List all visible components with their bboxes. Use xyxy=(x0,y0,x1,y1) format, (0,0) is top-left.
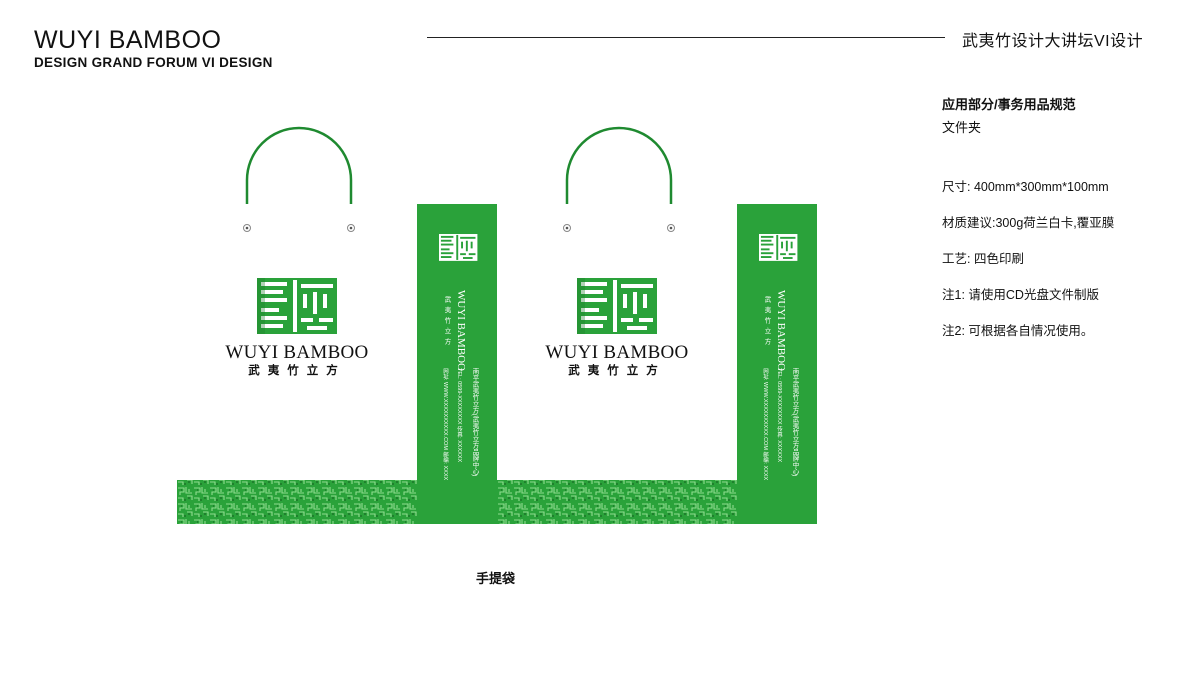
bag-logo-chinese: 武夷竹立方 xyxy=(568,365,666,377)
brand-subtitle: DESIGN GRAND FORUM VI DESIGN xyxy=(34,55,273,70)
side-company-name: 南平武夷竹立方(武夷竹立方品牌中心) xyxy=(791,368,798,477)
side-logo-chinese: 武夷竹立方 xyxy=(763,296,770,349)
side-logo-chinese: 武夷竹立方 xyxy=(443,296,450,349)
spec-note-1: 注1: 请使用CD光盘文件制版 xyxy=(942,288,1099,302)
side-company-name: 南平武夷竹立方(武夷竹立方品牌中心) xyxy=(471,368,478,477)
spec-section-title: 应用部分/事务用品规范 xyxy=(942,97,1076,112)
side-contact-tel: TEL: 0599-XXXXXXXX 传真: XXXXXX xyxy=(776,368,782,463)
bag-logo-chinese: 武夷竹立方 xyxy=(248,365,346,377)
header-divider xyxy=(427,37,945,38)
bag-artwork xyxy=(497,126,817,524)
side-contact-web: 网址: WWW.XXXXXXXXXX.COM 邮编: XXXX xyxy=(762,368,768,481)
shopping-bag-mockup: WUYI BAMBOO 武夷竹立方 WUYI BAMBOO 武夷竹立方 南平武夷… xyxy=(497,118,817,524)
spec-note-2: 注2: 可根据各自情况使用。 xyxy=(942,324,1094,338)
bag-logo-english: WUYI BAMBOO xyxy=(545,342,689,363)
side-contact-web: 网址: WWW.XXXXXXXXXX.COM 邮编: XXXX xyxy=(442,368,448,481)
side-contact-tel: TEL: 0599-XXXXXXXX 传真: XXXXXX xyxy=(456,368,462,463)
spec-material: 材质建议:300g荷兰白卡,覆亚膜 xyxy=(942,216,1115,230)
spec-subsection-title: 文件夹 xyxy=(942,120,982,135)
page-heading: 武夷竹设计大讲坛VI设计 xyxy=(962,33,1144,50)
spec-list: 尺寸: 400mm*300mm*100mm 材质建议:300g荷兰白卡,覆亚膜 … xyxy=(942,176,1182,356)
shopping-bag-mockup: WUYI BAMBOO 武夷竹立方 WUYI BAMBOO 武夷竹立方 南平武夷… xyxy=(177,118,497,524)
spec-panel: 应用部分/事务用品规范 文件夹 尺寸: 400mm*300mm*100mm 材质… xyxy=(942,94,1182,356)
bag-logo-english: WUYI BAMBOO xyxy=(225,342,369,363)
spec-process: 工艺: 四色印刷 xyxy=(942,252,1024,266)
side-logo-english: WUYI BAMBOO xyxy=(455,290,467,371)
bag-artwork xyxy=(177,126,497,524)
spec-size: 尺寸: 400mm*300mm*100mm xyxy=(942,180,1109,194)
mockup-caption: 手提袋 xyxy=(476,571,516,586)
brand-title: WUYI BAMBOO xyxy=(34,26,222,54)
side-logo-english: WUYI BAMBOO xyxy=(775,290,787,371)
